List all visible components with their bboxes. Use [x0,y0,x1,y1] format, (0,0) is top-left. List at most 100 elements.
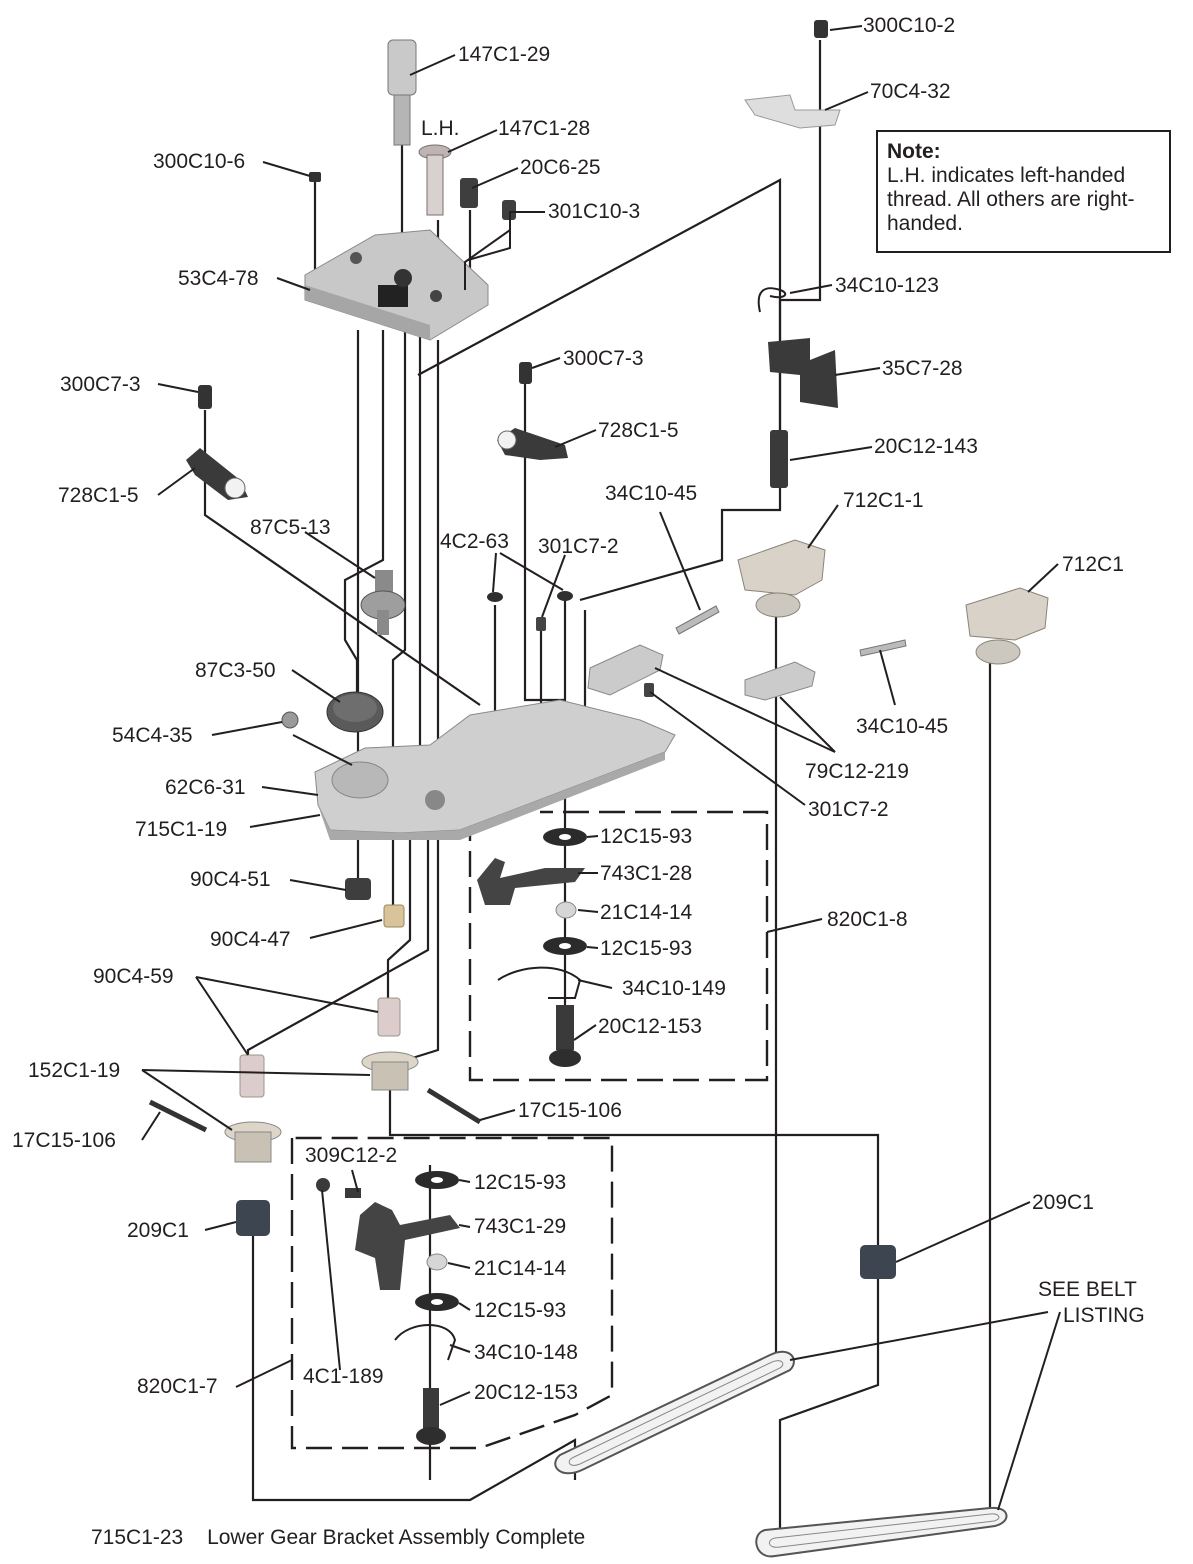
label-309c12-2: 309C12-2 [305,1144,397,1167]
label-728c1-5-mid: 728C1-5 [598,419,679,442]
label-35c7-28: 35C7-28 [882,357,963,380]
part-728c1-5-mid [497,428,568,460]
label-300c7-3-left: 300C7-3 [60,373,141,396]
label-209c1-right: 209C1 [1032,1191,1094,1214]
belt-lower [755,1506,1008,1558]
part-209c1-left [236,1200,270,1236]
part-87c3-50 [326,691,384,733]
label-53c4-78: 53C4-78 [178,267,259,290]
part-152c1-19-lower [224,1121,282,1163]
part-147c1-28 [418,144,452,216]
part-300c10-6 [309,172,321,182]
stack-820c1-8 [477,828,587,1067]
label-90c4-47: 90C4-47 [210,928,291,951]
part-17c15-106-mid [426,1087,482,1125]
label-34c10-148: 34C10-148 [474,1341,578,1364]
part-34c10-123 [757,287,787,313]
part-35c7-28 [768,338,838,408]
label-300c7-3-mid: 300C7-3 [563,347,644,370]
label-712c1: 712C1 [1062,553,1124,576]
label-54c4-35: 54C4-35 [112,724,193,747]
group-box-820c1-8 [468,810,769,1082]
label-90c4-51: 90C4-51 [190,868,271,891]
label-152c1-19: 152C1-19 [28,1059,120,1082]
part-300c7-3-mid [519,362,532,384]
caption-title: Lower Gear Bracket Assembly Complete [207,1526,586,1549]
part-209c1-right [860,1245,896,1279]
note-title: Note: [887,140,941,163]
part-301c10-3 [502,200,516,220]
label-17c15-106-mid: 17C15-106 [518,1099,622,1122]
label-lh-marker: L.H. [421,117,460,140]
label-34c10-149: 34C10-149 [622,977,726,1000]
label-12c15-93-c: 12C15-93 [474,1171,566,1194]
part-53c4-78 [304,229,489,341]
label-20c6-25: 20C6-25 [520,156,601,179]
part-152c1-19-upper [361,1051,419,1091]
part-728c1-5-left [186,448,248,500]
part-79c12-219-right [744,661,816,701]
part-90c4-47 [383,904,405,928]
part-712c1 [965,587,1049,665]
label-728c1-5-left: 728C1-5 [58,484,139,507]
label-34c10-45-top: 34C10-45 [605,482,697,505]
label-209c1-left: 209C1 [127,1219,189,1242]
label-12c15-93-d: 12C15-93 [474,1299,566,1322]
label-743c1-29: 743C1-29 [474,1215,566,1238]
part-90c4-59-lower [239,1054,265,1098]
label-4c1-189: 4C1-189 [303,1365,384,1388]
label-820c1-8: 820C1-8 [827,908,908,931]
label-87c5-13: 87C5-13 [250,516,331,539]
part-90c4-59-upper [377,997,401,1037]
part-712c1-1 [737,539,826,618]
label-20c12-143: 20C12-143 [874,435,978,458]
label-34c10-45-right: 34C10-45 [856,715,948,738]
label-147c1-29: 147C1-29 [458,43,550,66]
label-301c7-2-top: 301C7-2 [538,535,619,558]
label-12c15-93-a: 12C15-93 [600,825,692,848]
label-34c10-123: 34C10-123 [835,274,939,297]
part-54c4-35 [281,711,299,729]
label-300c10-6: 300C10-6 [153,150,245,173]
part-labels: 147C1-29 L.H. 147C1-28 20C6-25 301C10-3 … [12,14,1145,1404]
label-147c1-28: 147C1-28 [498,117,590,140]
label-712c1-1: 712C1-1 [843,489,924,512]
part-20c12-143 [770,430,788,488]
part-300c10-2 [814,20,828,38]
label-79c12-219: 79C12-219 [805,760,909,783]
part-90c4-51 [345,878,371,900]
label-see-belt-line2: LISTING [1063,1304,1145,1327]
part-300c7-3-left [198,385,212,409]
label-743c1-28: 743C1-28 [600,862,692,885]
part-17c15-106-left [148,1099,208,1133]
note-body: L.H. indicates left-handed thread. All o… [887,164,1135,235]
caption-part-number: 715C1-23 [91,1526,184,1549]
belt-upper [554,1350,795,1475]
label-20c12-153-b: 20C12-153 [474,1381,578,1404]
part-20c6-25 [460,178,478,208]
label-12c15-93-b: 12C15-93 [600,937,692,960]
part-4c2-63 [487,591,573,602]
leader-lines [141,25,1061,1511]
label-87c3-50: 87C3-50 [195,659,276,682]
label-70c4-32: 70C4-32 [870,80,951,103]
label-300c10-2: 300C10-2 [863,14,955,37]
label-62c6-31: 62C6-31 [165,776,246,799]
label-21c14-14-a: 21C14-14 [600,901,693,924]
label-715c1-19: 715C1-19 [135,818,227,841]
label-301c7-2-right: 301C7-2 [808,798,889,821]
label-17c15-106-left: 17C15-106 [12,1129,116,1152]
label-4c2-63: 4C2-63 [440,530,509,553]
part-87c5-13 [360,570,406,635]
label-90c4-59: 90C4-59 [93,965,174,988]
label-see-belt-line1: SEE BELT [1038,1278,1137,1301]
assembly-caption: 715C1-23 Lower Gear Bracket Assembly Com… [91,1526,585,1550]
part-34c10-45-top [675,605,720,635]
group-box-820c1-7 [290,1136,614,1450]
label-21c14-14-b: 21C14-14 [474,1257,567,1280]
label-20c12-153-a: 20C12-153 [598,1015,702,1038]
part-147c1-29 [387,39,417,146]
label-301c10-3: 301C10-3 [548,200,640,223]
part-715c1-19 [314,699,676,840]
